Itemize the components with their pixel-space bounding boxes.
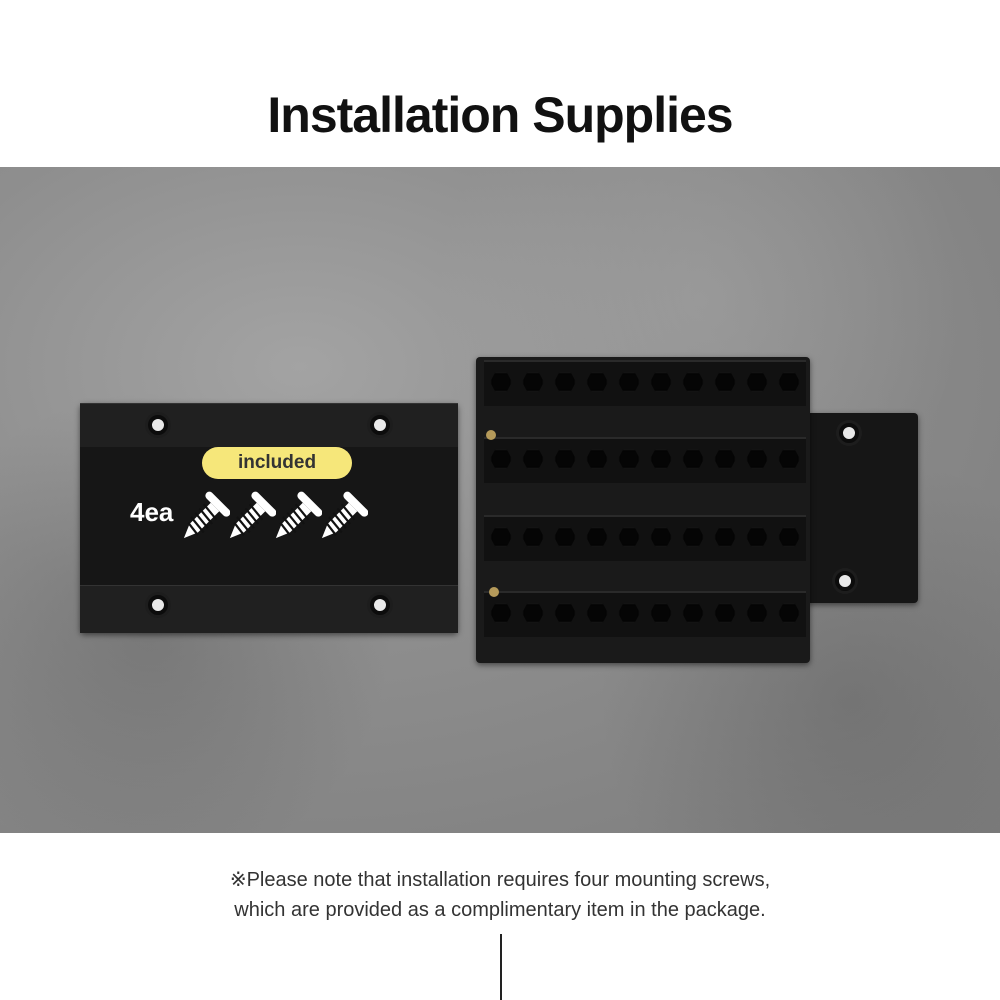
bracket <box>805 413 918 603</box>
hex-slot <box>586 603 608 623</box>
hex-slot <box>618 527 640 547</box>
hex-slot <box>746 527 768 547</box>
hex-slot <box>714 527 736 547</box>
brass-pin <box>486 430 496 440</box>
brass-pin <box>489 587 499 597</box>
bit-row <box>484 360 806 406</box>
hex-slot <box>554 372 576 392</box>
hex-slot <box>746 603 768 623</box>
hex-slot <box>778 603 800 623</box>
hex-slot <box>714 449 736 469</box>
quantity-label: 4ea <box>130 497 174 527</box>
bit-row <box>484 591 806 637</box>
hex-slot <box>586 449 608 469</box>
hex-slot <box>714 603 736 623</box>
hex-slot <box>522 603 544 623</box>
note-line: ※Please note that installation requires … <box>229 869 771 891</box>
hex-slot <box>522 372 544 392</box>
hex-slot <box>586 527 608 547</box>
hex-slot <box>490 372 512 392</box>
hex-slot <box>618 372 640 392</box>
hex-slot <box>554 527 576 547</box>
hex-slot <box>586 372 608 392</box>
hex-slot <box>618 449 640 469</box>
page-title: Installation Supplies <box>267 87 733 143</box>
hex-slot <box>522 527 544 547</box>
hex-slot <box>746 372 768 392</box>
hex-slot <box>650 527 672 547</box>
hex-slot <box>682 527 704 547</box>
screw-hole <box>148 595 168 615</box>
hex-slot <box>682 603 704 623</box>
installation-note: ※Please note that installation requires … <box>0 865 1000 925</box>
wall-mount-plate <box>80 403 458 633</box>
screw-icon <box>314 490 369 553</box>
bit-row <box>484 437 806 483</box>
hex-slot <box>714 372 736 392</box>
hex-slot <box>778 372 800 392</box>
included-badge: included <box>202 447 352 479</box>
screw-hole <box>148 415 168 435</box>
screw-icon <box>176 490 231 553</box>
screw-hole <box>370 595 390 615</box>
hex-slot <box>490 527 512 547</box>
hex-slot <box>650 449 672 469</box>
hex-slot <box>650 372 672 392</box>
hex-slot <box>490 603 512 623</box>
bit-row <box>484 515 806 561</box>
hex-slot <box>682 449 704 469</box>
screw-hole <box>839 423 859 443</box>
product-photo <box>0 167 1000 833</box>
hex-slot <box>778 449 800 469</box>
hex-slot <box>778 527 800 547</box>
note-line: which are provided as a complimentary it… <box>234 899 766 921</box>
screw-hole <box>370 415 390 435</box>
hex-slot <box>522 449 544 469</box>
hex-slot <box>746 449 768 469</box>
hex-slot <box>618 603 640 623</box>
hex-slot <box>490 449 512 469</box>
screw-hole <box>835 571 855 591</box>
screw-icon <box>222 490 277 553</box>
screw-icon <box>268 490 323 553</box>
divider-line <box>500 934 502 1000</box>
hex-slot <box>682 372 704 392</box>
hex-slot <box>554 603 576 623</box>
hex-slot <box>650 603 672 623</box>
hex-slot <box>554 449 576 469</box>
